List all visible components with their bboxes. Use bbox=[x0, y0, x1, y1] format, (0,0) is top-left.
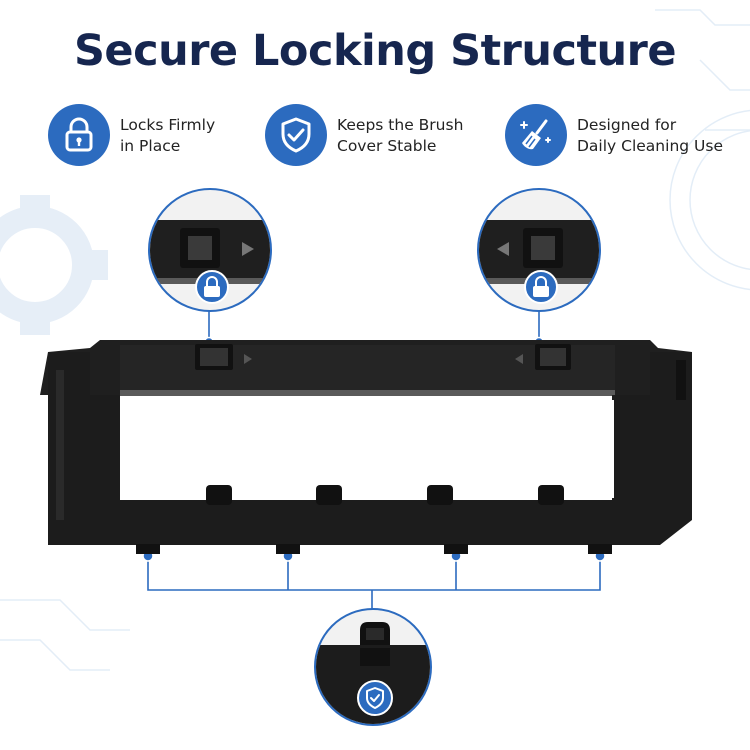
zoom-left-latch bbox=[148, 188, 272, 312]
feature-label: Keeps the Brush Cover Stable bbox=[337, 115, 507, 157]
left-latch-detail bbox=[150, 220, 270, 304]
page-title: Secure Locking Structure bbox=[73, 26, 677, 76]
broom-sparkle-icon bbox=[520, 119, 551, 150]
zoom-bottom-clip bbox=[314, 608, 432, 726]
padlock-icon bbox=[65, 117, 93, 152]
feature-label: Locks Firmly in Place bbox=[120, 115, 290, 157]
feature-label-line1: Designed for bbox=[577, 116, 677, 134]
feature-icon-circle bbox=[265, 104, 327, 166]
feature-label-line1: Locks Firmly bbox=[120, 116, 216, 134]
feature-label-line2: Daily Cleaning Use bbox=[577, 137, 723, 155]
shield-check-icon bbox=[281, 117, 311, 153]
bottom-clip-detail bbox=[316, 622, 430, 724]
feature-icon-circle bbox=[48, 104, 110, 166]
right-latch-detail bbox=[479, 220, 599, 304]
feature-icon-circle bbox=[505, 104, 567, 166]
feature-label-line2: in Place bbox=[120, 137, 181, 155]
feature-label-line2: Cover Stable bbox=[337, 137, 437, 155]
feature-label: Designed for Daily Cleaning Use bbox=[577, 115, 747, 157]
zoom-right-latch bbox=[477, 188, 601, 312]
feature-label-line1: Keeps the Brush bbox=[337, 116, 464, 134]
